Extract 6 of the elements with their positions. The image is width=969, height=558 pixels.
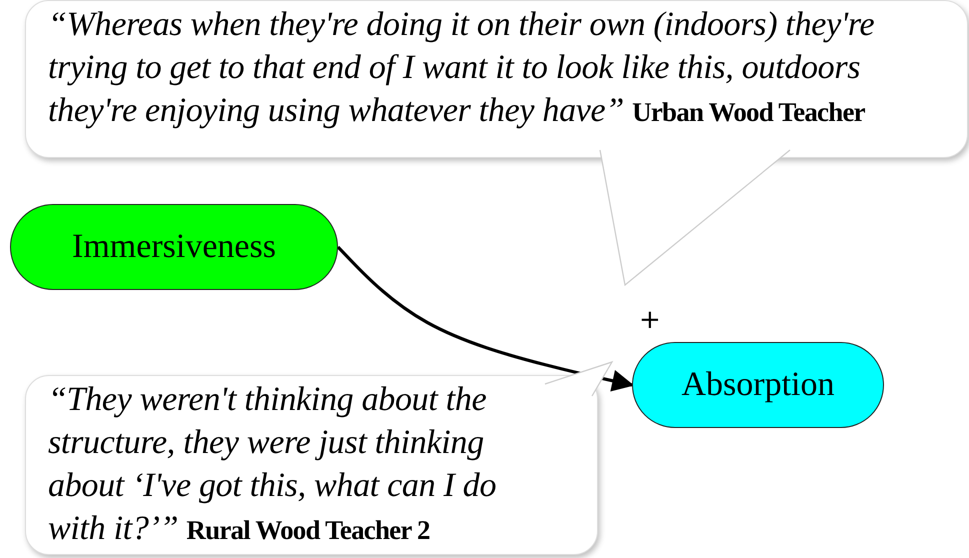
speech-bubble	[25, 375, 598, 555]
quote-text: “They weren't thinking about the structure, they were just thinking about ‘I've got this, what can I do with it?’” Rural Wood Teacher 2	[48, 380, 498, 549]
node-label: Absorption	[682, 366, 834, 404]
quote-text: “Whereas when they're doing it on their own (indoors) they're trying to get to that end of I want it to look like this, outdoors they're enjoying using whatever they have” Urban Wood Teacher	[48, 5, 876, 131]
node-label: Immersiveness	[72, 228, 276, 266]
arrow	[336, 246, 634, 392]
